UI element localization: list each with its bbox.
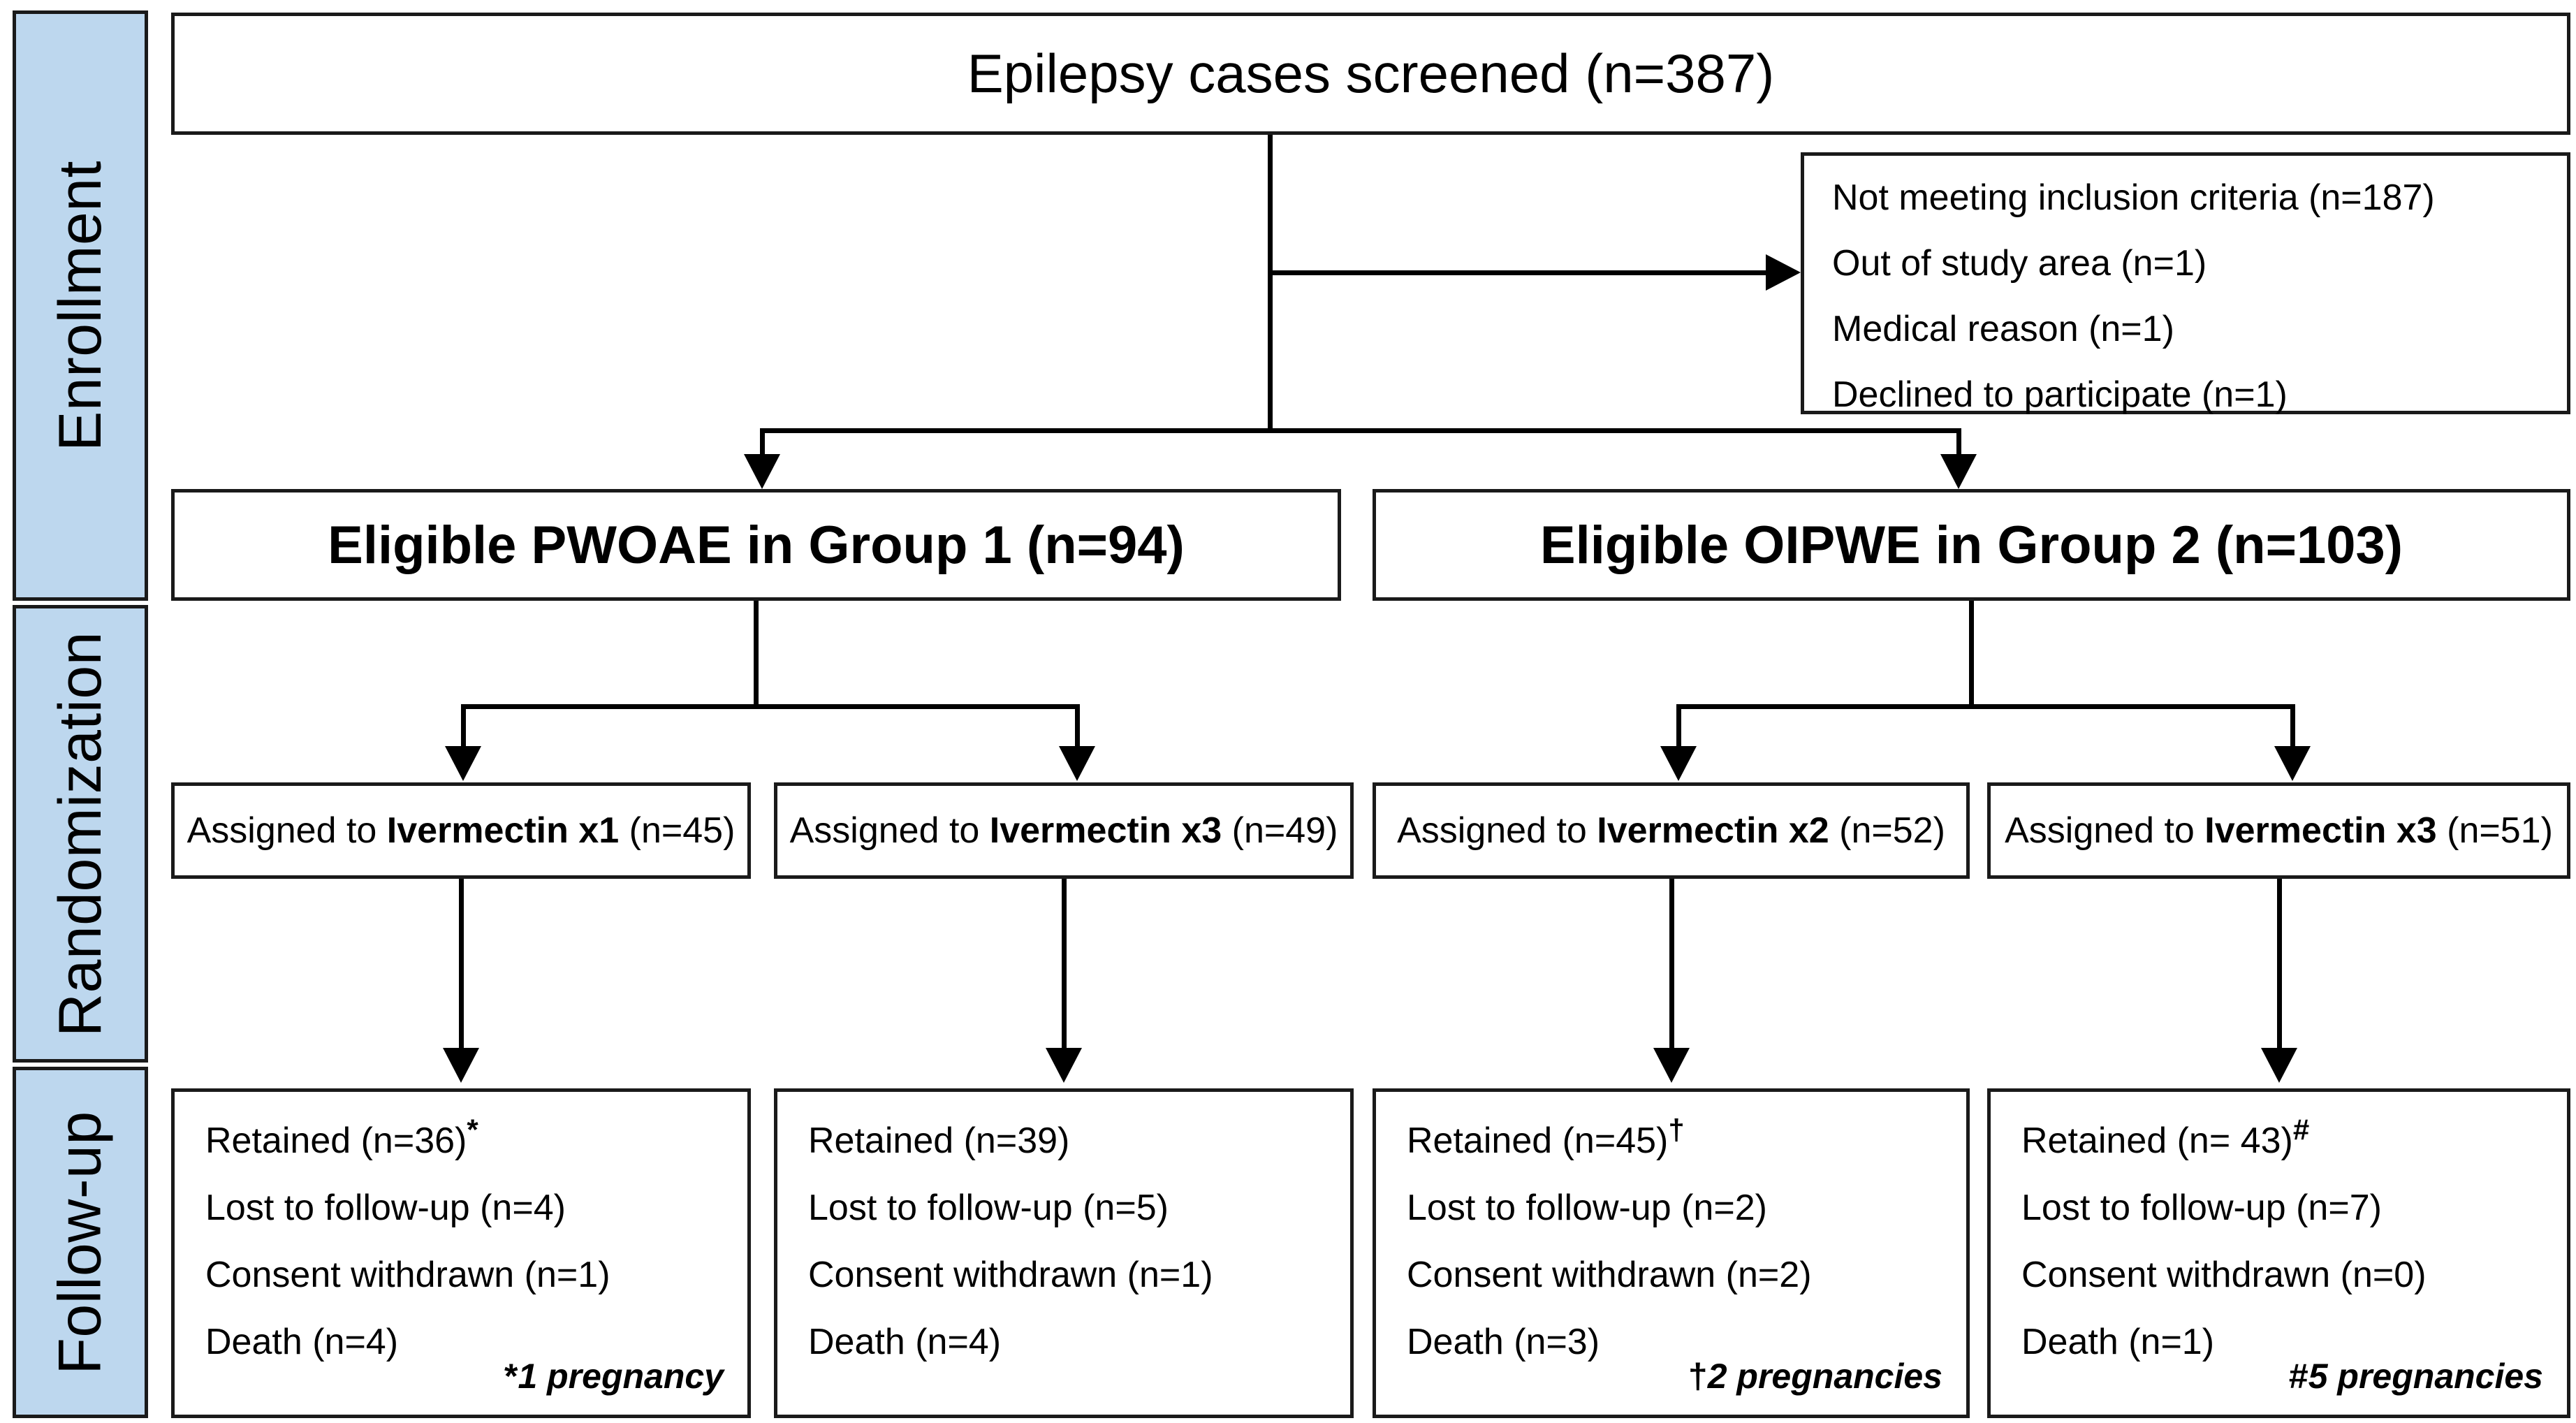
fu-death: Death (n=4)	[808, 1322, 1002, 1362]
arrowhead-fu4	[2261, 1048, 2297, 1083]
node-fu4: Retained (n= 43)# Lost to follow-up (n=7…	[1987, 1088, 2570, 1418]
node-screened-label: Epilepsy cases screened (n=387)	[967, 43, 1775, 104]
fu-retained: Retained (n= 43)#	[2021, 1113, 2310, 1161]
connector-split-right	[1956, 428, 1961, 469]
node-screened: Epilepsy cases screened (n=387)	[171, 13, 2570, 135]
connector-group2-bar	[1676, 704, 2295, 709]
node-group1: Eligible PWOAE in Group 1 (n=94)	[171, 489, 1341, 601]
fu-lost: Lost to follow-up (n=2)	[1407, 1188, 1767, 1228]
exclusion-item: Medical reason (n=1)	[1832, 309, 2174, 349]
node-group2-label: Eligible OIPWE in Group 2 (n=103)	[1539, 515, 2403, 575]
arrowhead-fu1	[443, 1048, 479, 1083]
arrowhead-group2	[1940, 454, 1977, 489]
arrowhead-arm1	[445, 746, 481, 781]
stage-band-followup: Follow-up	[13, 1067, 148, 1418]
connector-arm4-drop	[2290, 704, 2295, 752]
connector-arm3-to-fu3	[1669, 879, 1674, 1053]
exclusion-item: Not meeting inclusion criteria (n=187)	[1832, 177, 2435, 218]
connector-split-left	[760, 428, 765, 469]
arrowhead-arm4	[2274, 746, 2311, 781]
stage-band-randomization: Randomization	[13, 605, 148, 1063]
fu-lost: Lost to follow-up (n=7)	[2021, 1188, 2382, 1228]
stage-band-label: Follow-up	[47, 1110, 114, 1375]
fu-footnote: †2 pregnancies	[1688, 1357, 1942, 1396]
fu-death: Death (n=3)	[1407, 1322, 1600, 1362]
fu-retained: Retained (n=45)†	[1407, 1113, 1685, 1161]
fu-footnote: #5 pregnancies	[2288, 1357, 2543, 1396]
exclusion-item: Declined to participate (n=1)	[1832, 374, 2288, 415]
arrowhead-group1	[744, 454, 780, 489]
fu-lost: Lost to follow-up (n=4)	[205, 1188, 566, 1228]
stage-band-label: Randomization	[47, 631, 114, 1037]
arrowhead-to-exclusions	[1766, 254, 1801, 291]
stage-band-enrollment: Enrollment	[13, 10, 148, 601]
connector-arm1-to-fu1	[459, 879, 464, 1053]
connector-group1-bar	[461, 704, 1080, 709]
node-group2: Eligible OIPWE in Group 2 (n=103)	[1373, 489, 2570, 601]
fu-footnote: *1 pregnancy	[504, 1357, 724, 1396]
arrowhead-arm3	[1660, 746, 1697, 781]
connector-arm2-to-fu2	[1062, 879, 1067, 1053]
node-fu3: Retained (n=45)† Lost to follow-up (n=2)…	[1373, 1088, 1970, 1418]
node-arm3: Assigned to Ivermectin x2 (n=52)	[1373, 782, 1970, 879]
node-arm1: Assigned to Ivermectin x1 (n=45)	[171, 782, 751, 879]
node-arm4: Assigned to Ivermectin x3 (n=51)	[1987, 782, 2570, 879]
fu-withdrawn: Consent withdrawn (n=2)	[1407, 1255, 1812, 1295]
arrowhead-fu2	[1046, 1048, 1082, 1083]
node-exclusions: Not meeting inclusion criteria (n=187) O…	[1801, 152, 2570, 414]
fu-withdrawn: Consent withdrawn (n=1)	[808, 1255, 1213, 1295]
node-arm1-label: Assigned to Ivermectin x1 (n=45)	[186, 810, 736, 851]
connector-group1-stem	[754, 601, 759, 707]
node-fu2: Retained (n=39) Lost to follow-up (n=5) …	[774, 1088, 1354, 1418]
fu-withdrawn: Consent withdrawn (n=1)	[205, 1255, 610, 1295]
fu-death: Death (n=4)	[205, 1322, 399, 1362]
connector-arm1-drop	[461, 704, 466, 752]
connector-split-groups	[760, 428, 1961, 433]
fu-lost: Lost to follow-up (n=5)	[808, 1188, 1169, 1228]
connector-to-exclusions	[1268, 270, 1767, 275]
connector-arm2-drop	[1075, 704, 1080, 752]
fu-retained: Retained (n=36)*	[205, 1113, 478, 1161]
arrowhead-fu3	[1653, 1048, 1690, 1083]
connector-group2-stem	[1969, 601, 1974, 707]
connector-arm3-drop	[1676, 704, 1681, 752]
node-arm4-label: Assigned to Ivermectin x3 (n=51)	[2005, 810, 2553, 851]
stage-band-label: Enrollment	[47, 160, 114, 451]
fu-withdrawn: Consent withdrawn (n=0)	[2021, 1255, 2427, 1295]
fu-retained: Retained (n=39)	[808, 1121, 1070, 1161]
node-group1-label: Eligible PWOAE in Group 1 (n=94)	[328, 515, 1185, 575]
connector-trunk-enrollment	[1268, 135, 1273, 432]
arrowhead-arm2	[1059, 746, 1095, 781]
node-arm2: Assigned to Ivermectin x3 (n=49)	[774, 782, 1354, 879]
node-arm2-label: Assigned to Ivermectin x3 (n=49)	[789, 810, 1338, 851]
node-fu1: Retained (n=36)* Lost to follow-up (n=4)…	[171, 1088, 751, 1418]
fu-death: Death (n=1)	[2021, 1322, 2215, 1362]
connector-arm4-to-fu4	[2277, 879, 2282, 1053]
node-arm3-label: Assigned to Ivermectin x2 (n=52)	[1397, 810, 1945, 851]
exclusion-item: Out of study area (n=1)	[1832, 243, 2207, 284]
